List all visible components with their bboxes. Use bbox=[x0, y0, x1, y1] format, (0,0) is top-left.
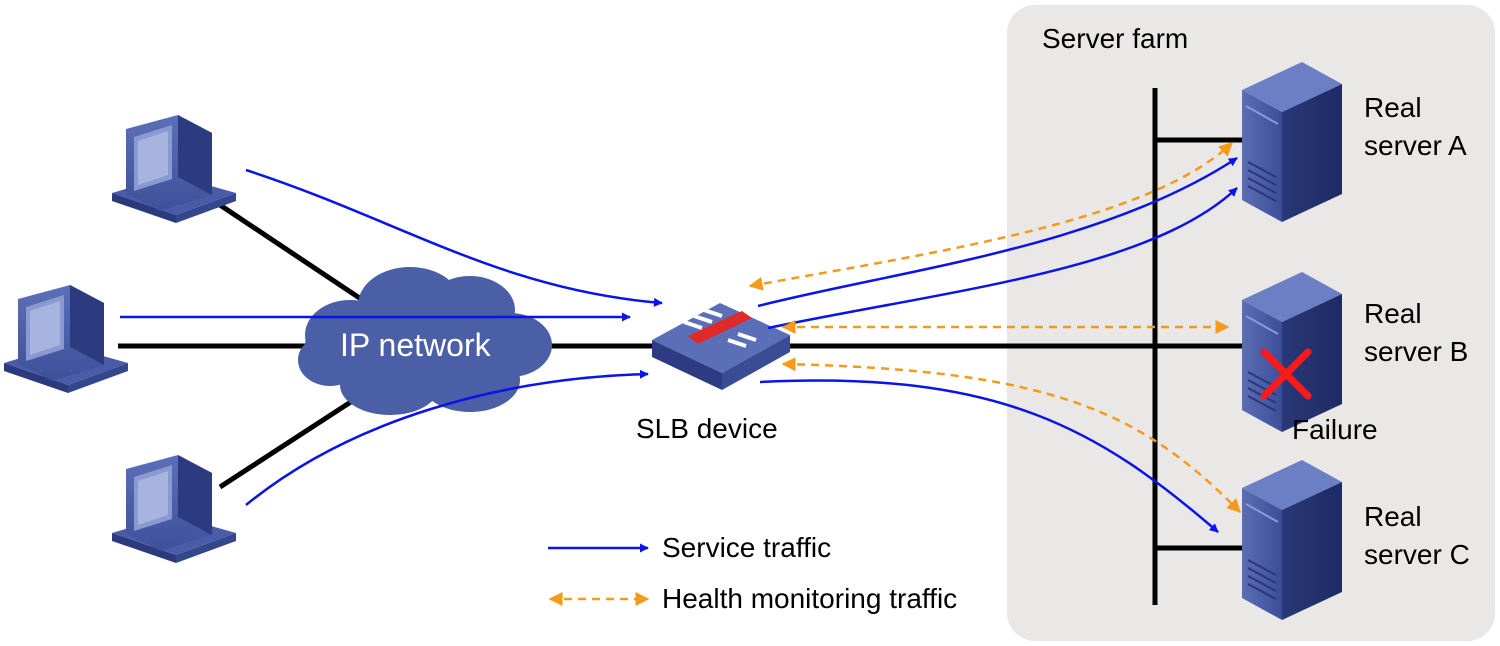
slb-device-icon bbox=[652, 303, 790, 390]
server-icon bbox=[1241, 271, 1343, 433]
ip-network-label: IP network bbox=[340, 327, 492, 363]
client-computer-icon bbox=[112, 455, 236, 563]
legend: Service traffic Health monitoring traffi… bbox=[548, 532, 957, 614]
health-monitoring-arrows bbox=[748, 142, 1241, 513]
failure-label: Failure bbox=[1292, 414, 1378, 445]
failure-x-icon bbox=[1260, 348, 1312, 400]
server-c-label-line2: server C bbox=[1364, 539, 1470, 570]
server-icon bbox=[1241, 61, 1343, 223]
slb-device-label: SLB device bbox=[636, 413, 778, 444]
client-computer-icon bbox=[112, 115, 236, 223]
server-a-label-line2: server A bbox=[1364, 130, 1467, 161]
server-icon bbox=[1241, 459, 1343, 621]
server-b-label-line1: Real bbox=[1364, 298, 1422, 329]
legend-health-label: Health monitoring traffic bbox=[662, 583, 957, 614]
legend-service-label: Service traffic bbox=[662, 532, 831, 563]
server-farm-label: Server farm bbox=[1042, 23, 1188, 54]
client-computer-icon bbox=[4, 285, 128, 393]
server-a-label-line1: Real bbox=[1364, 92, 1422, 123]
server-b-label-line2: server B bbox=[1364, 336, 1468, 367]
server-c-label-line1: Real bbox=[1364, 501, 1422, 532]
